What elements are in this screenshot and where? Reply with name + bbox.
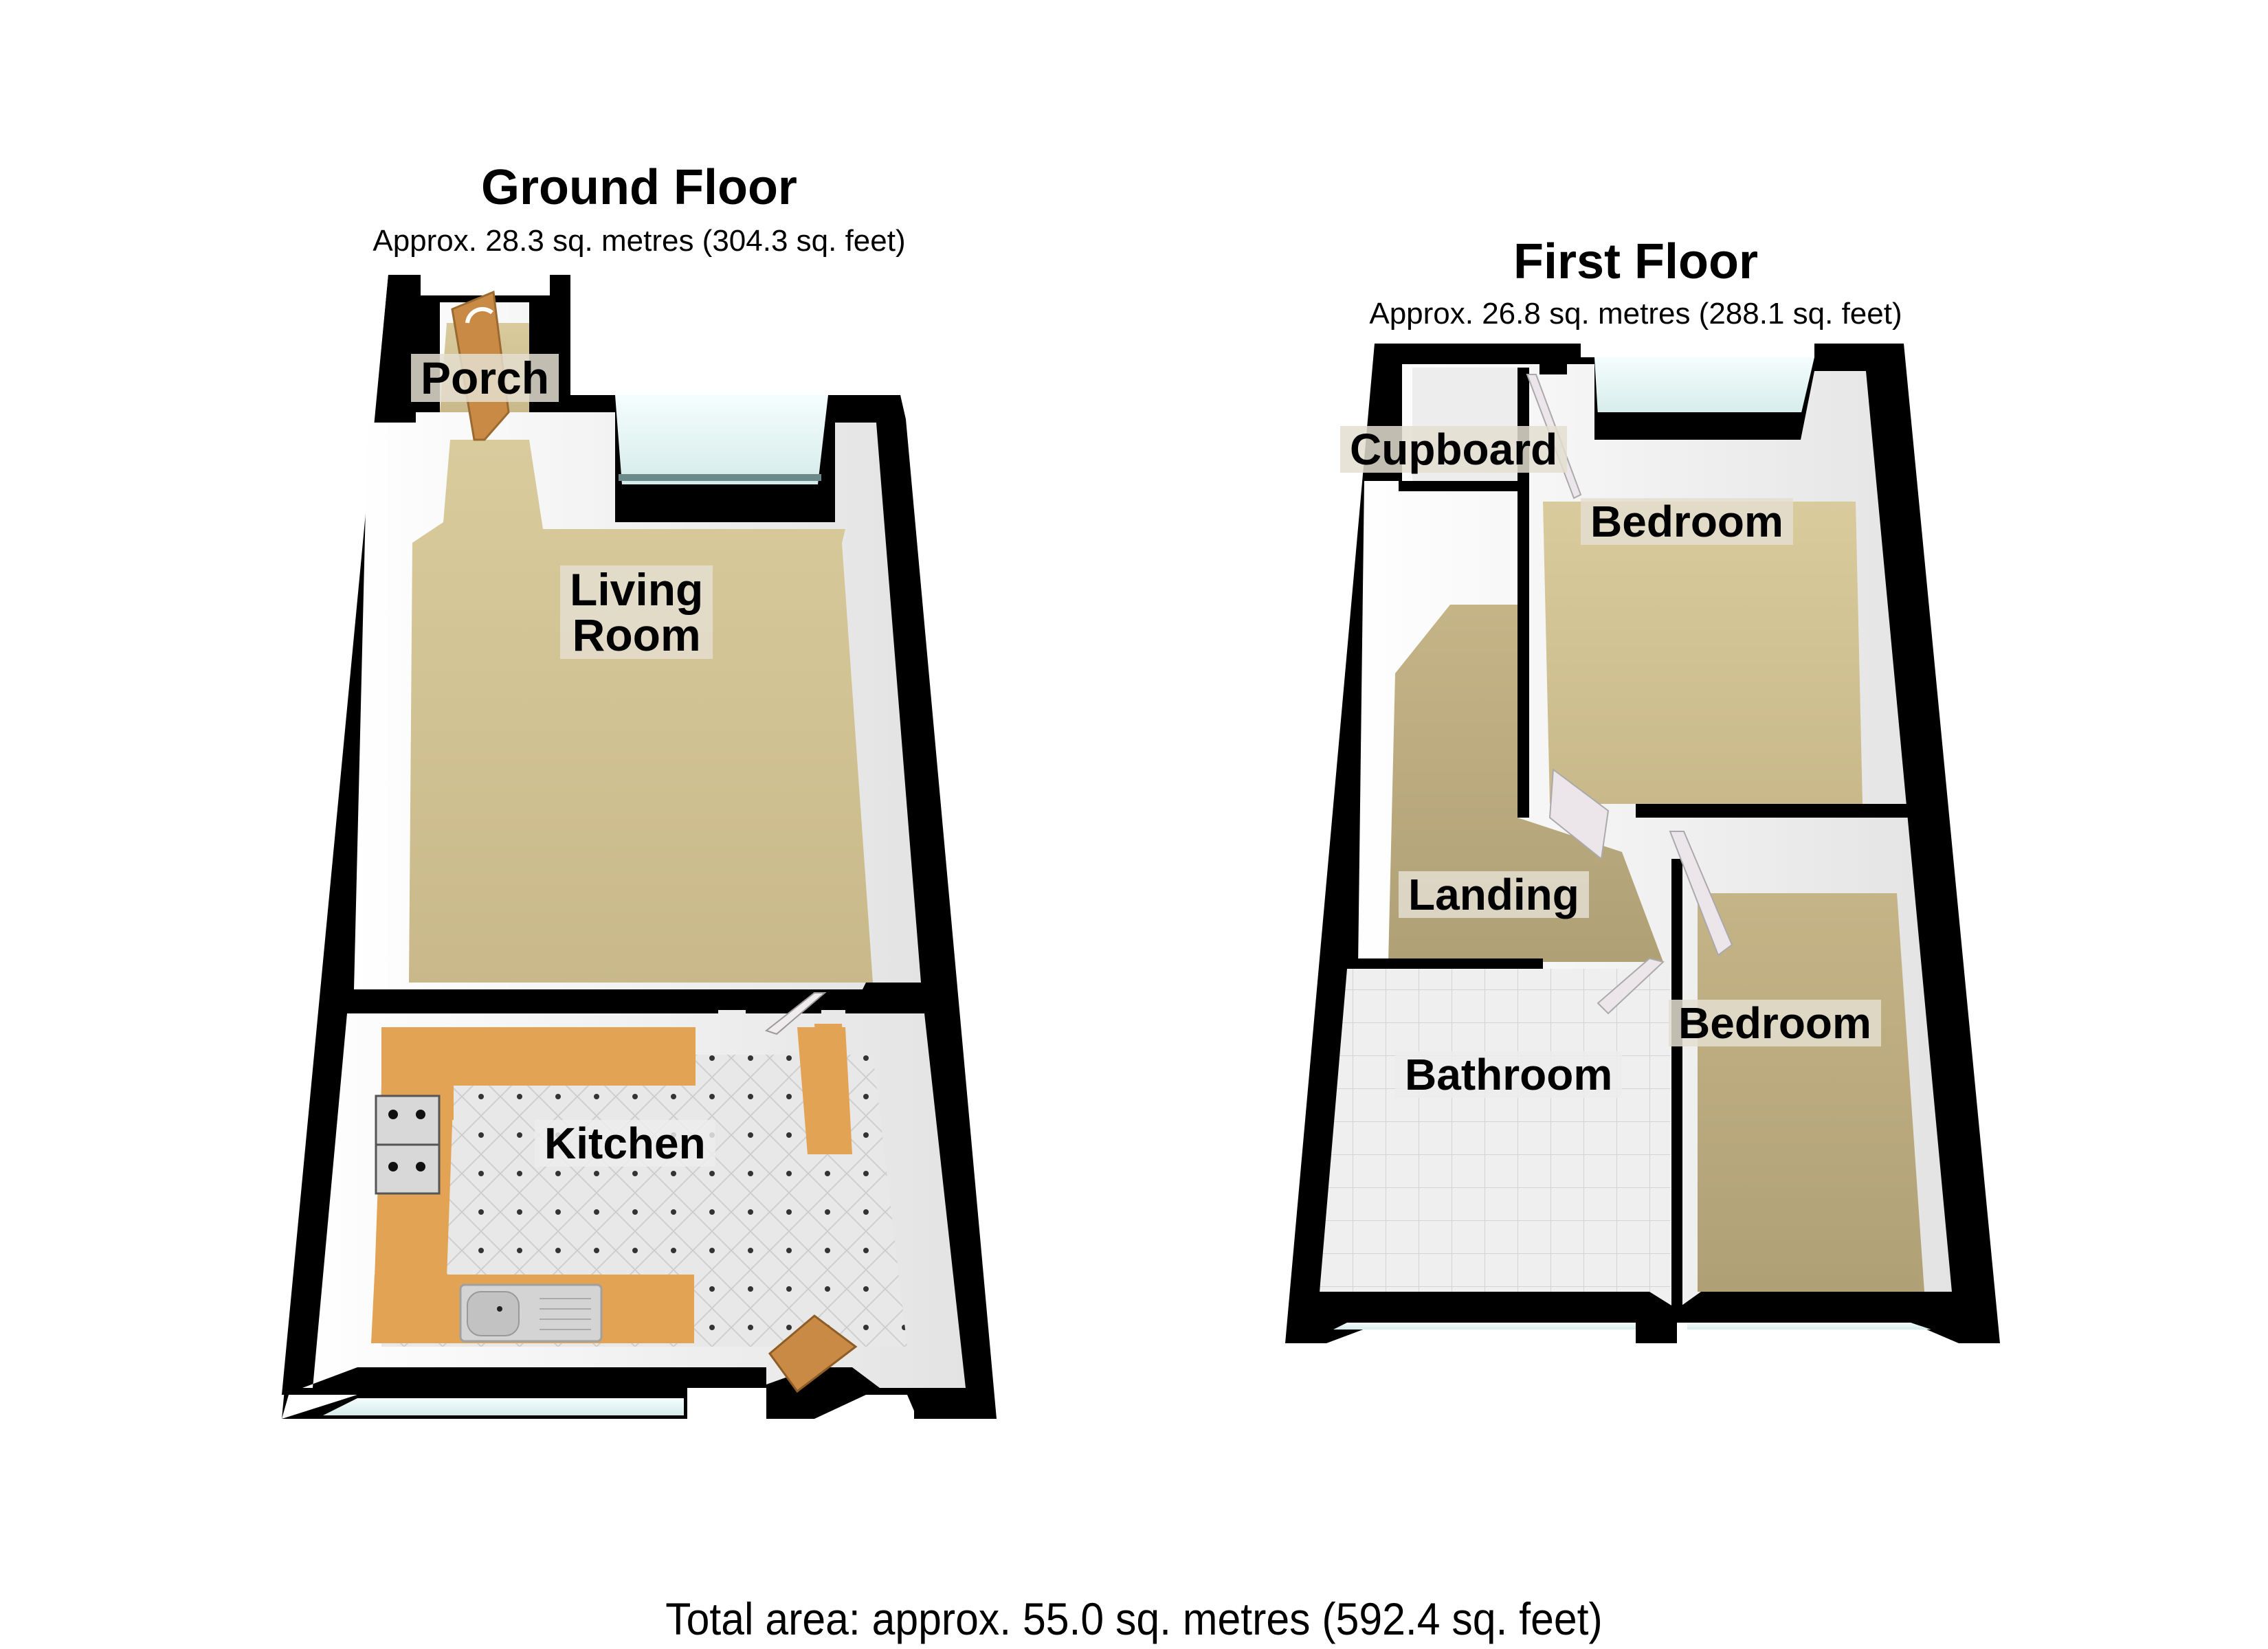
front-bedroom-floor — [1543, 502, 1863, 804]
ground-floor-plan — [282, 275, 997, 1419]
gas-hob-icon — [375, 1095, 441, 1195]
total-area: Total area: approx. 55.0 sq. metres (592… — [665, 1593, 1603, 1644]
living-room-floor — [409, 440, 873, 983]
kitchen-divider-wall — [347, 989, 729, 1013]
room-label-front-bedroom: Bedroom — [1581, 498, 1793, 545]
back-bedroom-floor — [1698, 893, 1924, 1292]
room-label-cupboard: Cupboard — [1340, 426, 1568, 473]
first-floor-plan — [1285, 344, 2000, 1343]
bathroom-floor — [1320, 969, 1670, 1292]
bathroom-window — [1333, 1323, 1636, 1330]
room-label-bathroom: Bathroom — [1395, 1051, 1623, 1098]
room-label-landing: Landing — [1399, 871, 1589, 918]
back-bedroom-door[interactable] — [1669, 831, 1733, 956]
bathroom-door[interactable] — [1597, 957, 1665, 1015]
kitchen-floor — [381, 1055, 907, 1347]
kitchen-worktop-top — [381, 1027, 696, 1120]
room-label-kitchen: Kitchen — [535, 1120, 715, 1167]
kitchen-back-door[interactable] — [768, 1314, 858, 1393]
back-bedroom-window — [1687, 1323, 1931, 1330]
ground-floor-area: Approx. 28.3 sq. metres (304.3 sq. feet) — [373, 224, 906, 258]
front-bedroom-door[interactable] — [1548, 768, 1610, 860]
room-label-porch: Porch — [411, 354, 559, 402]
room-label-back-bedroom: Bedroom — [1669, 1000, 1881, 1046]
first-floor-title: First Floor — [1513, 234, 1758, 289]
kitchen-window — [323, 1398, 684, 1415]
living-room-window — [615, 395, 828, 484]
ground-floor-title: Ground Floor — [481, 160, 797, 215]
living-room-line2: Room — [572, 609, 701, 660]
front-bedroom-window — [1594, 357, 1814, 416]
kitchen-internal-door[interactable] — [764, 992, 827, 1035]
living-room-line1: Living — [570, 564, 704, 615]
room-label-living-room: Living Room — [560, 565, 713, 659]
kitchen-sink-icon — [459, 1283, 603, 1343]
first-floor-area: Approx. 26.8 sq. metres (288.1 sq. feet) — [1369, 297, 1902, 330]
